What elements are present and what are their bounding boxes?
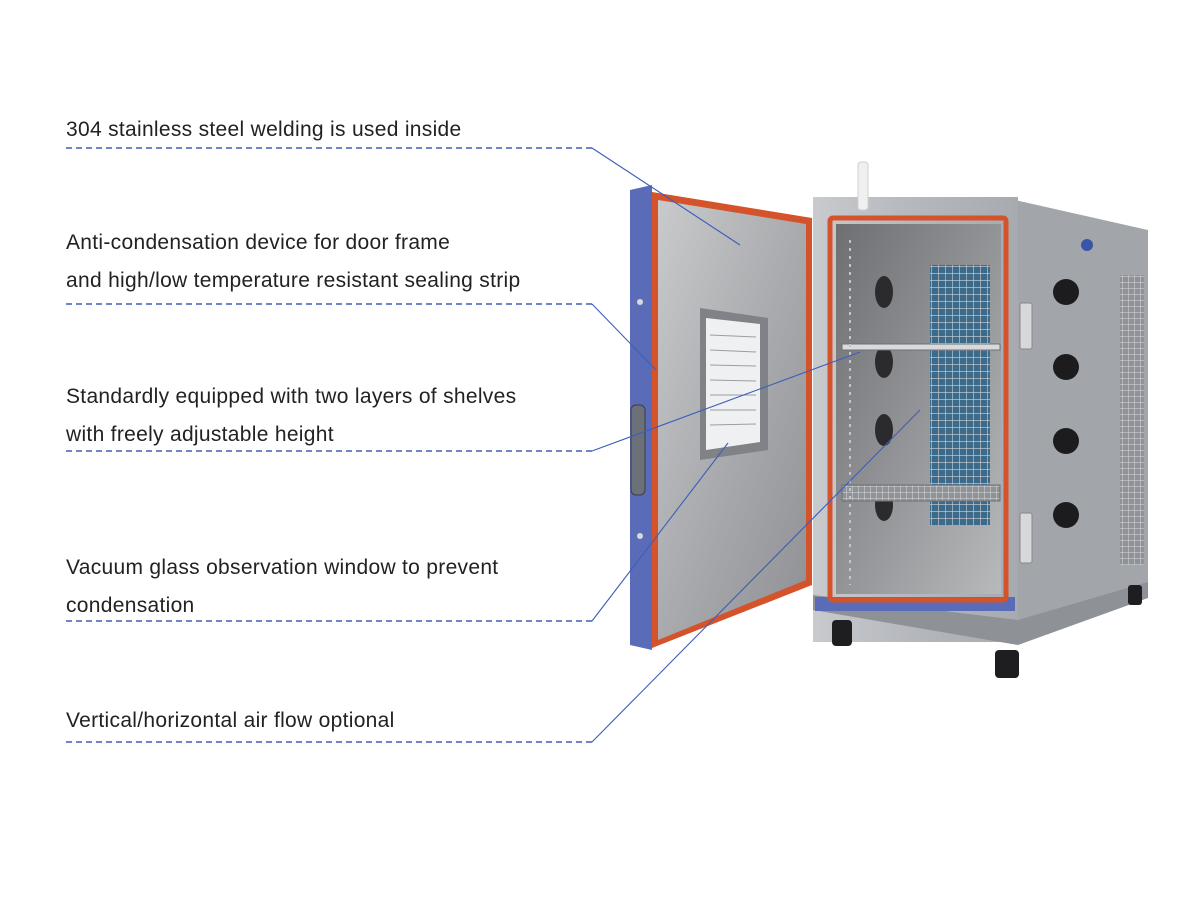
dashed-underlines: [66, 147, 592, 743]
side-vent-grille: [1120, 275, 1144, 565]
caster-foot: [1128, 585, 1142, 605]
annotation-line: Vacuum glass observation window to preve…: [66, 556, 499, 579]
leader-line: [591, 303, 657, 371]
annotation-line: condensation: [66, 594, 195, 617]
chamber-opening: [827, 215, 1009, 603]
annotation-line: 304 stainless steel welding is used insi…: [66, 118, 462, 141]
port-hole: [875, 346, 893, 378]
door-handle: [630, 404, 646, 496]
annotation-line: Standardly equipped with two layers of s…: [66, 385, 517, 408]
leader-line: [591, 351, 861, 452]
door-hinge-pin: [637, 533, 643, 539]
open-door: [630, 185, 812, 650]
port-knobs: [1053, 279, 1079, 528]
port-hole: [875, 414, 893, 446]
leader-line: [591, 147, 741, 246]
annotation-shelves: Standardly equipped with two layers of s…: [66, 378, 586, 454]
shelf-upper: [841, 343, 1001, 351]
window-heater-lines: [709, 334, 757, 426]
port-hole: [875, 276, 893, 308]
logo-badge: [1081, 239, 1093, 251]
annotation-steel-welding: 304 stainless steel welding is used insi…: [66, 111, 586, 149]
cabinet-base: [813, 582, 1148, 645]
annotation-anti-condensation: Anti-condensation device for door frame …: [66, 224, 586, 300]
port-knob: [1053, 502, 1079, 528]
leader-line: [591, 409, 921, 743]
leader-lines: [591, 147, 921, 743]
port-knob: [1053, 354, 1079, 380]
door-latch: [1019, 512, 1033, 564]
cabinet-side-panel: [1015, 200, 1148, 635]
observation-window: [706, 318, 760, 450]
annotation-line: with freely adjustable height: [66, 423, 334, 446]
shelf-lower: [841, 484, 1001, 502]
caster-foot: [832, 620, 852, 646]
chamber-seal: [827, 215, 1009, 603]
rear-air-duct: [930, 265, 990, 525]
annotation-vacuum-glass: Vacuum glass observation window to preve…: [66, 549, 586, 625]
annotation-line: Vertical/horizontal air flow optional: [66, 709, 395, 732]
door-hinge-pin: [637, 299, 643, 305]
port-knob: [1053, 428, 1079, 454]
port-knob: [1053, 279, 1079, 305]
leader-line: [591, 442, 729, 622]
annotation-line: and high/low temperature resistant seali…: [66, 269, 521, 292]
door-latch: [1019, 302, 1033, 350]
annotation-air-flow: Vertical/horizontal air flow optional: [66, 702, 586, 740]
test-port-stub: [857, 161, 869, 211]
caster-foot: [995, 650, 1019, 678]
annotation-line: Anti-condensation device for door frame: [66, 231, 451, 254]
